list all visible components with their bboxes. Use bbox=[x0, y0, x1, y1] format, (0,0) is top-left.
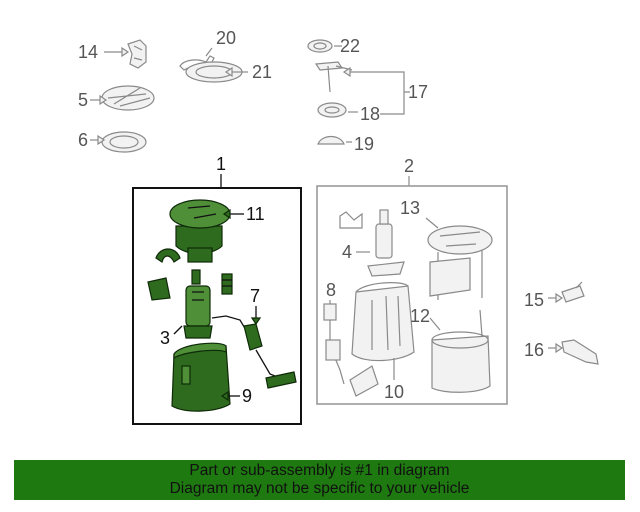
arrowhead-14 bbox=[121, 46, 130, 58]
callout-11: 11 bbox=[246, 204, 265, 224]
callout-12: 12 bbox=[410, 306, 430, 326]
part-hose-left[interactable] bbox=[147, 248, 181, 301]
arrow-3 bbox=[173, 325, 183, 335]
callout-4: 4 bbox=[342, 242, 352, 262]
callout-8: 8 bbox=[326, 280, 336, 300]
arrowhead-16 bbox=[555, 342, 564, 354]
callout-2: 2 bbox=[404, 156, 414, 176]
callout-22: 22 bbox=[340, 36, 360, 56]
part-22-seal[interactable] bbox=[307, 39, 333, 53]
arrow-13 bbox=[425, 217, 439, 229]
part-11-flange[interactable] bbox=[169, 199, 231, 263]
arrowhead-7 bbox=[250, 317, 262, 326]
callout-21: 21 bbox=[252, 62, 272, 82]
callout-6: 6 bbox=[78, 130, 88, 150]
part-spring-clips[interactable] bbox=[191, 269, 233, 295]
bracket-17 bbox=[350, 71, 410, 115]
arrow-12 bbox=[429, 317, 441, 331]
disclaimer-line-1: Part or sub-assembly is #1 in diagram bbox=[189, 462, 450, 479]
part-7-harness[interactable] bbox=[211, 315, 297, 389]
callout-7: 7 bbox=[250, 286, 260, 306]
part-12-module[interactable] bbox=[431, 309, 491, 393]
callout-15: 15 bbox=[524, 290, 544, 310]
part-5-plate[interactable] bbox=[101, 85, 155, 111]
arrowhead-5 bbox=[99, 94, 108, 106]
part-10-reservoir[interactable] bbox=[351, 282, 415, 362]
callout-14: 14 bbox=[78, 42, 98, 62]
arrowhead-15 bbox=[555, 292, 564, 304]
part-17-valve[interactable] bbox=[314, 61, 353, 93]
callout-3: 3 bbox=[160, 328, 170, 348]
arrowhead-11 bbox=[222, 208, 231, 220]
part-8-sender[interactable] bbox=[323, 300, 379, 397]
callout-10: 10 bbox=[384, 382, 404, 402]
part-3-pump[interactable] bbox=[183, 285, 213, 339]
part-9-reservoir[interactable] bbox=[171, 342, 231, 412]
part-18-oring[interactable] bbox=[317, 102, 347, 118]
part-clip-box2[interactable] bbox=[339, 211, 363, 229]
part-14-bracket[interactable] bbox=[127, 39, 147, 69]
arrowhead-17 bbox=[342, 66, 351, 78]
part-15-clip[interactable] bbox=[561, 281, 585, 303]
disclaimer-line-2: Diagram may not be specific to your vehi… bbox=[169, 480, 470, 497]
callout-17: 17 bbox=[408, 82, 428, 102]
part-13-flange[interactable] bbox=[427, 225, 493, 300]
arrowhead-21 bbox=[224, 66, 233, 78]
callout-9: 9 bbox=[242, 386, 252, 406]
part-6-gasket[interactable] bbox=[101, 131, 147, 153]
disclaimer-banner: Part or sub-assembly is #1 in diagram Di… bbox=[14, 460, 625, 500]
callout-19: 19 bbox=[354, 134, 374, 154]
part-19-cap[interactable] bbox=[317, 135, 345, 145]
part-4-pump[interactable] bbox=[367, 209, 405, 277]
callout-5: 5 bbox=[78, 90, 88, 110]
callout-20: 20 bbox=[216, 28, 236, 48]
arrowhead-6 bbox=[97, 134, 106, 146]
callout-1: 1 bbox=[216, 154, 226, 174]
callout-18: 18 bbox=[360, 104, 380, 124]
callout-16: 16 bbox=[524, 340, 544, 360]
arrow-20 bbox=[205, 47, 213, 57]
part-16-bracket[interactable] bbox=[561, 339, 599, 365]
arrowhead-9 bbox=[220, 390, 229, 402]
callout-13: 13 bbox=[400, 198, 420, 218]
